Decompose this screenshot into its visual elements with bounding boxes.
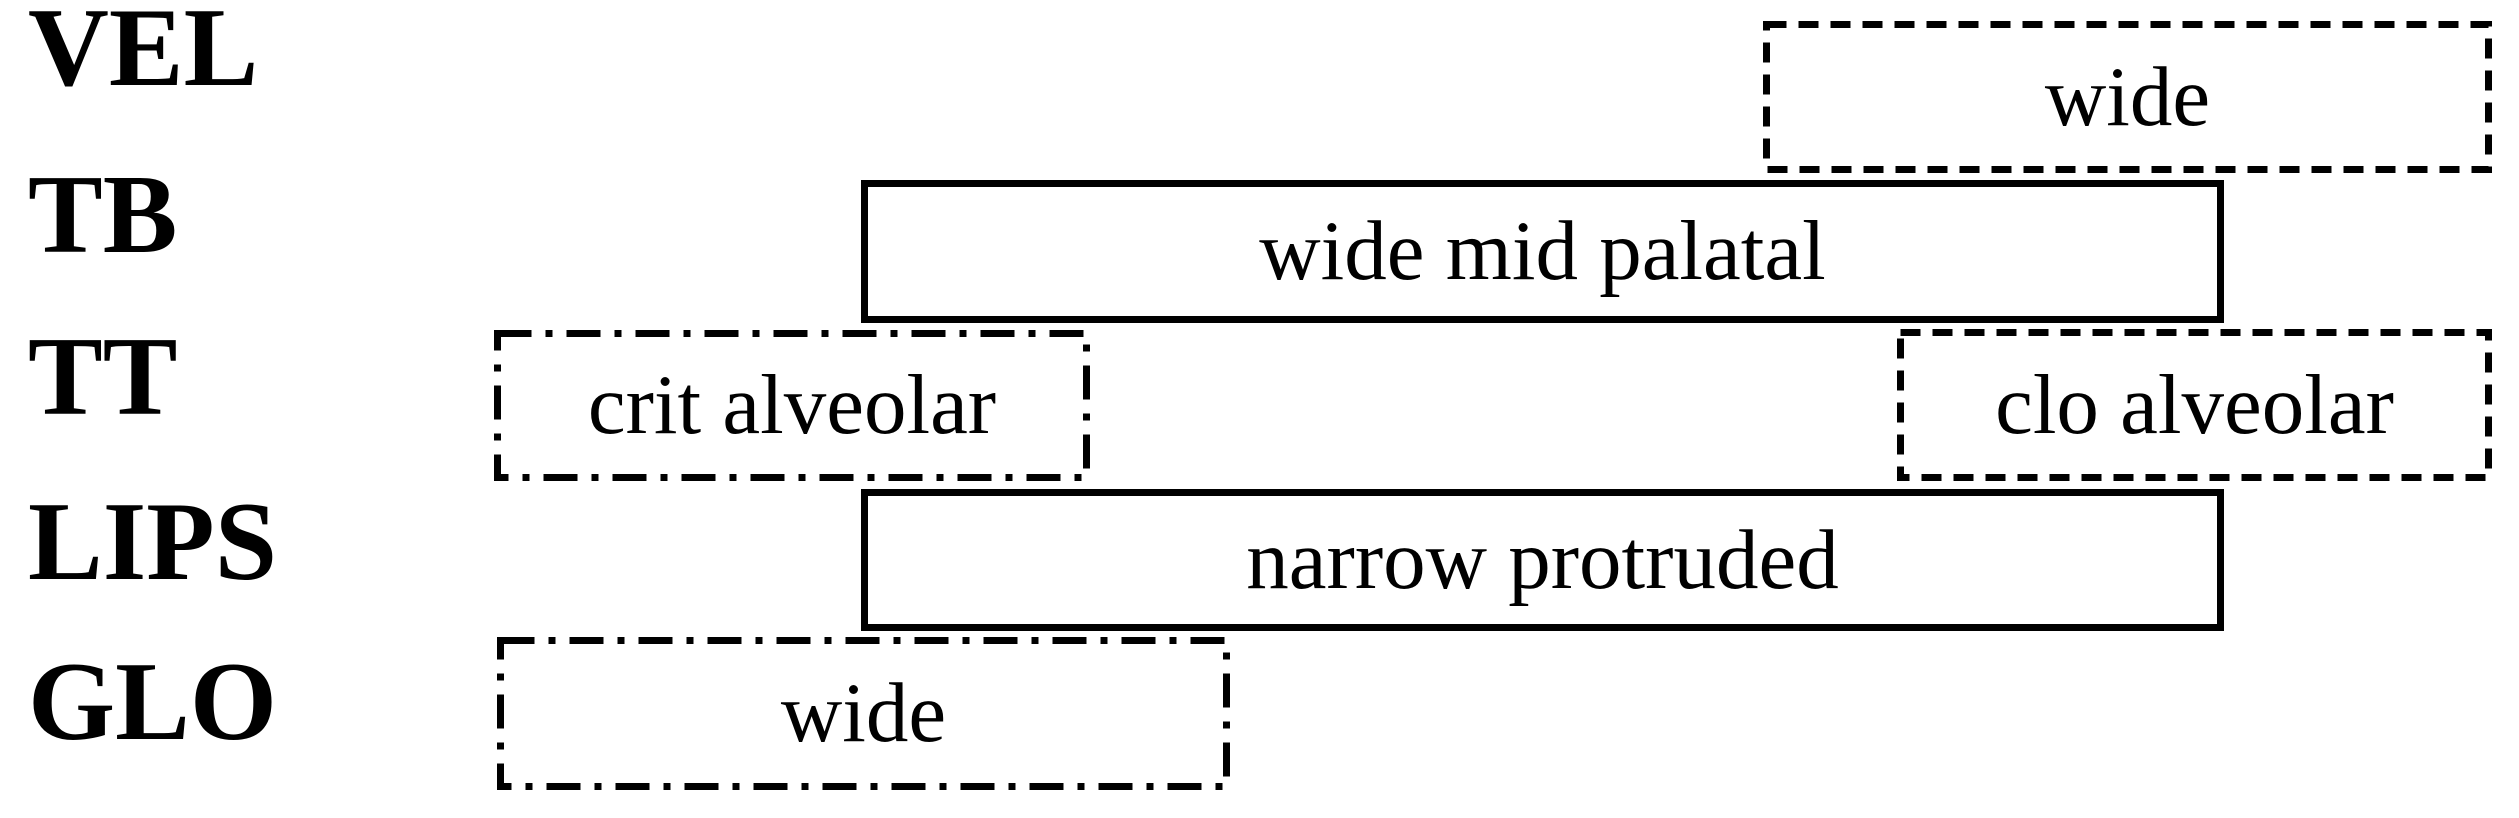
gesture-label-tt-crit-alveolar: crit alveolar (587, 358, 997, 452)
gesture-box-glo-wide: wide (497, 637, 1230, 790)
tier-label-tb: TB (28, 153, 178, 277)
gesture-label-vel-wide: wide (2044, 49, 2211, 144)
tier-label-lips: LIPS (28, 480, 277, 604)
gesture-label-lips-narrow-protruded: narrow protruded (1246, 512, 1839, 607)
tier-label-tt: TT (28, 315, 178, 439)
tier-label-vel: VEL (28, 0, 259, 110)
gesture-box-lips-narrow-protruded: narrow protruded (861, 489, 2224, 631)
gesture-label-tt-clo-alveolar: clo alveolar (1995, 357, 2394, 452)
gesture-box-tb-wide-mid-palatal: wide mid palatal (861, 180, 2224, 323)
gesture-box-tt-clo-alveolar: clo alveolar (1897, 329, 2492, 481)
gesture-box-tt-crit-alveolar: crit alveolar (494, 330, 1090, 481)
tier-label-glo: GLO (28, 640, 277, 764)
gesture-label-tb-wide-mid-palatal: wide mid palatal (1259, 204, 1826, 298)
gesture-label-glo-wide: wide (780, 666, 947, 760)
gesture-box-vel-wide: wide (1763, 21, 2492, 173)
